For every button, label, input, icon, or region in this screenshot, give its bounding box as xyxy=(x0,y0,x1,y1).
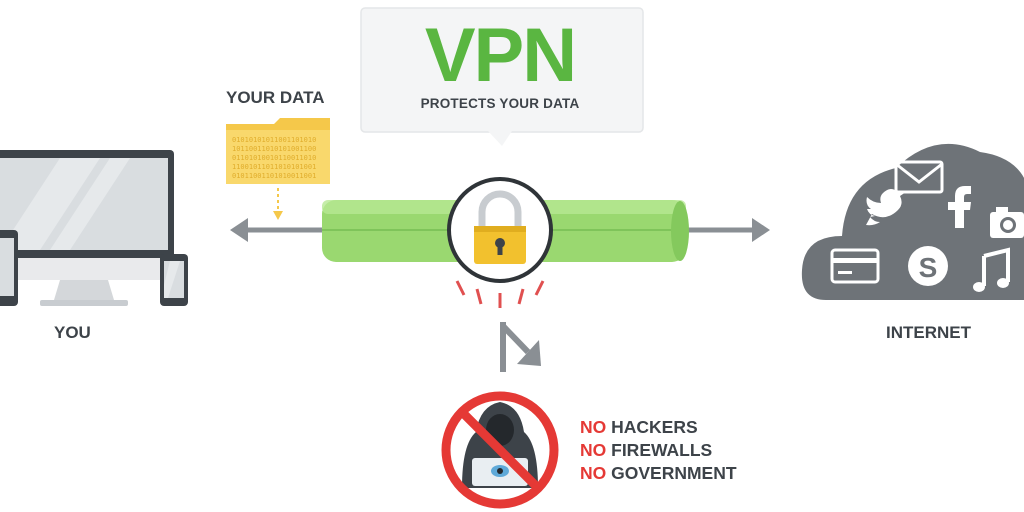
no-word: NO xyxy=(580,417,607,437)
monitor-icon xyxy=(0,150,174,306)
padlock-icon xyxy=(447,177,553,283)
left-arrow xyxy=(230,218,330,242)
phone-icon xyxy=(160,254,188,306)
no-word: NO xyxy=(580,463,607,483)
you-label: YOU xyxy=(54,323,91,342)
camera-icon xyxy=(990,207,1024,238)
bent-arrow-icon xyxy=(500,322,541,372)
blocked-item-label: FIREWALLS xyxy=(611,440,713,460)
right-arrow xyxy=(680,218,770,242)
vpn-title: VPN xyxy=(424,13,577,98)
twitter-icon xyxy=(866,189,906,226)
blocked-item: NO HACKERS xyxy=(580,416,737,439)
music-note-icon xyxy=(973,247,1010,292)
blocked-item: NO GOVERNMENT xyxy=(580,462,737,485)
blocked-item: NO FIREWALLS xyxy=(580,439,737,462)
alert-rays xyxy=(455,280,545,308)
folder-icon: 01010101011001101010 1011001101010100110… xyxy=(226,118,330,220)
blocked-list: NO HACKERS NO FIREWALLS NO GOVERNMENT xyxy=(580,416,737,485)
tablet-icon xyxy=(0,230,18,306)
facebook-icon xyxy=(948,186,971,228)
credit-card-icon xyxy=(830,248,880,284)
mail-icon xyxy=(894,160,944,194)
blocked-item-label: HACKERS xyxy=(611,417,698,437)
vpn-callout xyxy=(360,7,644,146)
svg-text:S: S xyxy=(919,252,938,283)
internet-label: INTERNET xyxy=(886,323,971,342)
no-word: NO xyxy=(580,440,607,460)
vpn-subtitle: PROTECTS YOUR DATA xyxy=(420,96,580,111)
svg-text:01010101011001101010 101: 01010101011001101010 1011001101010100110… xyxy=(232,136,321,180)
your-data-label: YOUR DATA xyxy=(226,88,325,107)
prohibited-icon xyxy=(441,391,559,509)
blocked-item-label: GOVERNMENT xyxy=(611,463,737,483)
skype-icon: S xyxy=(908,246,948,286)
